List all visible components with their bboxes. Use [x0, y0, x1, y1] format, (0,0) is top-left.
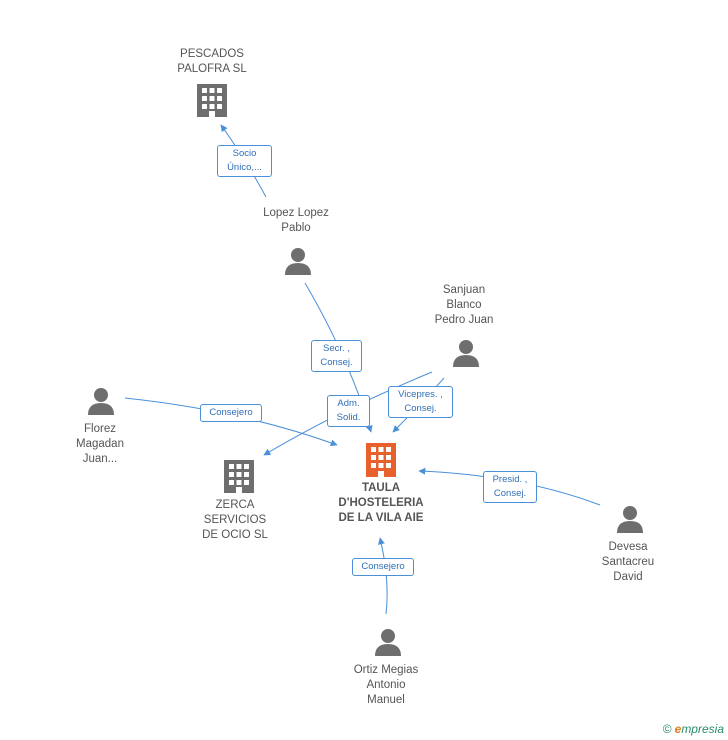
building-icon-zerca [224, 460, 254, 493]
building-icon-pescados [197, 84, 227, 117]
edge-ortiz-taula [378, 537, 388, 615]
node-label-pescados[interactable]: PESCADOS PALOFRA SL [177, 48, 247, 75]
edge-label-adm: Adm. Solid. [327, 395, 370, 427]
person-icon-sanjuan [453, 340, 479, 367]
edge-label-consejero-florez: Consejero [200, 404, 262, 422]
person-icon-florez [88, 388, 114, 415]
edge-label-secr: Secr. , Consej. [311, 340, 362, 372]
brand-name: mpresia [681, 722, 724, 736]
empresia-logo: ©empresia [663, 722, 724, 736]
person-icon-lopez [285, 248, 311, 275]
node-label-lopez[interactable]: Lopez Lopez Pablo [263, 207, 329, 234]
edge-label-socio: Socio Único,... [217, 145, 272, 177]
edge-label-vicepres: Vicepres. , Consej. [388, 386, 453, 418]
node-label-taula[interactable]: TAULA D'HOSTELERIA DE LA VILA AIE [338, 482, 424, 524]
node-label-ortiz[interactable]: Ortiz Megias Antonio Manuel [353, 664, 419, 706]
edge-label-presid: Presid. , Consej. [483, 471, 537, 503]
node-label-zerca[interactable]: ZERCA SERVICIOS DE OCIO SL [202, 499, 268, 541]
brand-e: e [674, 722, 682, 736]
node-label-florez[interactable]: Florez Magadan Juan... [76, 423, 124, 465]
copyright-icon: © [662, 722, 672, 736]
building-icon-taula [366, 443, 396, 477]
node-label-sanjuan[interactable]: Sanjuan Blanco Pedro Juan [434, 284, 494, 326]
node-label-devesa[interactable]: Devesa Santacreu David [601, 541, 655, 583]
edge-label-consejero-ortiz: Consejero [352, 558, 414, 576]
person-icon-ortiz [375, 629, 401, 656]
person-icon-devesa [617, 506, 643, 533]
